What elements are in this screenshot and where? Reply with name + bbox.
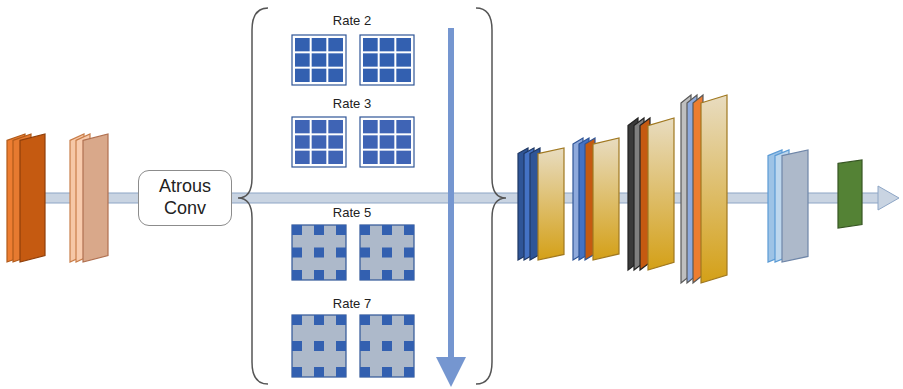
- feature-slab: [83, 134, 108, 262]
- kernel-grid: [360, 35, 414, 85]
- rate-label: Rate 5: [333, 205, 371, 220]
- kernel-grid: [292, 225, 346, 280]
- kernel-grid: [360, 225, 414, 280]
- box-label: Atrous Conv: [147, 176, 223, 219]
- feature-layers: [7, 95, 862, 283]
- feature-slab: [701, 95, 727, 283]
- flow-arrow: [448, 28, 454, 372]
- kernel-grid: [360, 315, 414, 377]
- feature-slab: [593, 138, 619, 260]
- kernel-grid: [292, 315, 346, 377]
- feature-slab: [648, 118, 674, 270]
- feature-slab: [538, 148, 564, 260]
- kernel-grid: [292, 35, 346, 85]
- feature-slab: [838, 160, 862, 228]
- operation-box: Atrous Conv: [138, 170, 232, 226]
- kernel-grid: [360, 117, 414, 167]
- rate-label: Rate 2: [333, 13, 371, 28]
- bracket: [238, 8, 506, 384]
- rate-label: Rate 7: [333, 296, 371, 311]
- rate-label: Rate 3: [333, 96, 371, 111]
- atrous-kernels: [292, 35, 414, 377]
- feature-slab: [20, 134, 45, 262]
- feature-slab: [782, 150, 808, 262]
- kernel-grid: [292, 117, 346, 167]
